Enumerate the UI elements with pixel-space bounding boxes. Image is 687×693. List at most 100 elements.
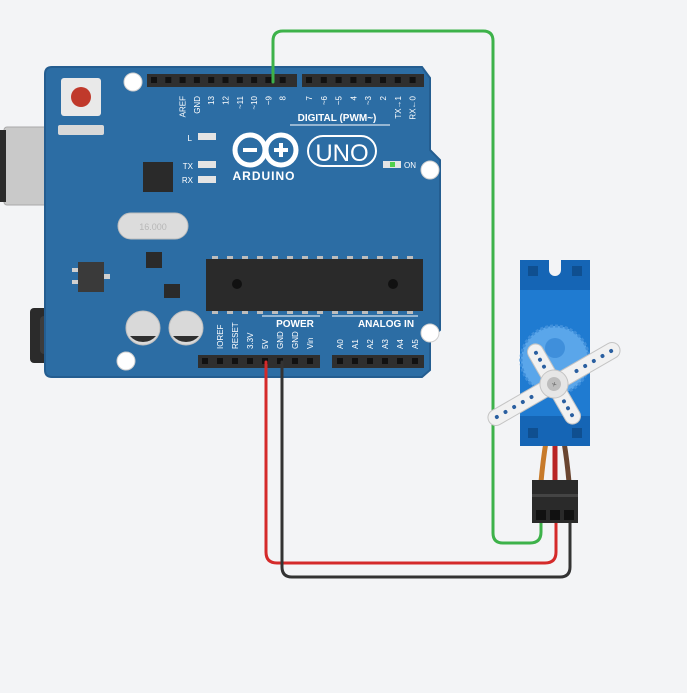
pin-label: ~10 [250, 95, 259, 109]
header-pin[interactable] [202, 358, 208, 364]
wire-signal[interactable] [271, 29, 543, 545]
header-pin[interactable] [247, 358, 253, 364]
regulator-lead [72, 280, 78, 284]
header-pin[interactable] [367, 358, 373, 364]
pin-label: GND [193, 96, 202, 114]
horn-hole [542, 364, 546, 369]
reset-button[interactable] [71, 87, 91, 107]
header-pin[interactable] [352, 358, 358, 364]
pin-label: ~11 [236, 95, 245, 109]
header-pin[interactable] [397, 358, 403, 364]
horn-hole [609, 349, 614, 353]
header-pin[interactable] [193, 77, 200, 83]
header-pin[interactable] [335, 77, 342, 83]
header-pin[interactable] [236, 77, 243, 83]
led-tx-label: TX [183, 162, 194, 171]
header-pin[interactable] [179, 77, 186, 83]
model-label: UNO [315, 140, 368, 167]
pin-label: ~9 [264, 95, 273, 105]
chip-leg [287, 256, 293, 259]
header-pin[interactable] [222, 77, 229, 83]
horn-hole [566, 406, 570, 411]
led-tx [198, 161, 216, 168]
header-pin[interactable] [208, 77, 215, 83]
chip-leg [242, 256, 248, 259]
horn-hole [562, 399, 566, 404]
digital-header-title: DIGITAL (PWM~) [298, 113, 377, 124]
horn-hole [520, 400, 525, 404]
microcontroller-chip [206, 259, 423, 311]
pin-label: 12 [222, 95, 231, 104]
voltage-regulator [78, 262, 104, 292]
header-pin[interactable] [350, 77, 357, 83]
wire-power[interactable] [264, 360, 558, 565]
crystal [117, 212, 189, 240]
chip-leg [302, 256, 308, 259]
horn-hole [583, 364, 588, 368]
pin-label: AREF [179, 96, 188, 117]
servo-horn[interactable]: × [467, 308, 642, 461]
led-on-label: ON [404, 161, 416, 170]
header-pin[interactable] [382, 358, 388, 364]
horn-hole [529, 395, 534, 399]
pin-label: TX→1 [394, 95, 403, 118]
chip-leg [287, 311, 293, 314]
led-l [198, 133, 216, 140]
servo-lead-ground [561, 441, 572, 483]
usb-chip [143, 162, 173, 192]
pin-holes [151, 77, 418, 364]
header-pin[interactable] [279, 77, 286, 83]
servo-screw-slot [572, 266, 582, 276]
chip-leg [377, 256, 383, 259]
reset-button-rail [58, 125, 104, 135]
chip-leg [407, 256, 413, 259]
header-pin[interactable] [277, 358, 283, 364]
led-rx-label: RX [182, 176, 194, 185]
header-pin[interactable] [365, 77, 372, 83]
horn-hole [512, 405, 517, 409]
horn-hole [538, 357, 542, 362]
header-pin[interactable] [409, 77, 416, 83]
usb-connector-edge [0, 130, 6, 202]
header-pin[interactable] [306, 77, 312, 83]
pin-label: ~5 [335, 95, 344, 105]
chip-leg [317, 311, 323, 314]
chip-dot [388, 279, 398, 289]
header-pin[interactable] [380, 77, 386, 83]
chip-leg [332, 256, 338, 259]
servo-motor[interactable]: × [467, 260, 642, 523]
chip-leg [407, 311, 413, 314]
brand-label: ARDUINO [233, 169, 296, 183]
header-pin[interactable] [412, 358, 418, 364]
pin-label: Vin [306, 338, 315, 349]
header-pin[interactable] [320, 77, 327, 83]
chip-leg [392, 311, 398, 314]
wire-ground[interactable] [280, 360, 572, 579]
connector-socket [564, 510, 574, 520]
header-pin[interactable] [337, 358, 343, 364]
pin-label: A2 [366, 339, 375, 349]
servo-gear-hub [545, 338, 565, 358]
pin-label: A4 [396, 339, 405, 349]
horn-hole [570, 413, 574, 418]
header-pin[interactable] [232, 358, 238, 364]
chip-leg [392, 256, 398, 259]
header-pin[interactable] [217, 358, 223, 364]
header-pin[interactable] [265, 77, 272, 83]
horn-hole [574, 369, 579, 373]
capacitor-band [173, 336, 199, 343]
header-pin[interactable] [307, 358, 313, 364]
header-pin[interactable] [292, 358, 298, 364]
header-pin[interactable] [165, 77, 172, 83]
header-pin[interactable] [394, 77, 401, 83]
arduino-board[interactable]: 16.000 ARDUINO UNO L TX R [0, 66, 441, 378]
connector-ridge [532, 494, 578, 497]
svg-text:×: × [550, 379, 559, 389]
chip-leg [257, 256, 263, 259]
led-l-label: L [188, 134, 193, 143]
header-pin[interactable] [251, 77, 258, 83]
pin-label: A0 [336, 339, 345, 349]
horn-hole [503, 410, 508, 414]
header-pin[interactable] [151, 77, 157, 83]
